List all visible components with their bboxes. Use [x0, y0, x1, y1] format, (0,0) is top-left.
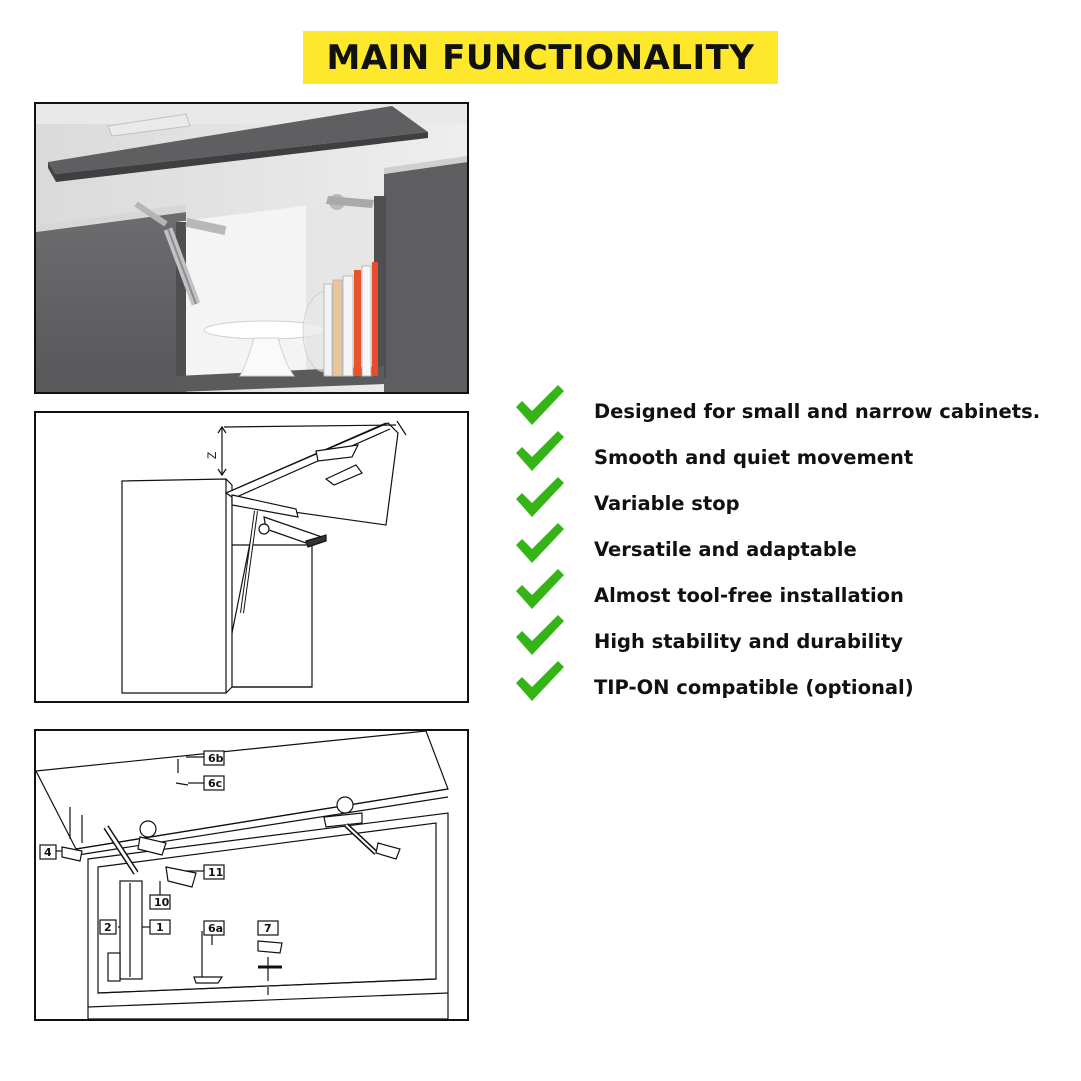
callout-6b: 6b	[203, 750, 225, 766]
callout-6c: 6c	[203, 775, 225, 791]
check-icon	[516, 523, 564, 563]
check-icon	[516, 385, 564, 425]
svg-text:2: 2	[104, 921, 112, 934]
feature-item: Versatile and adaptable	[512, 521, 1072, 567]
callout-11: 11	[203, 864, 225, 880]
svg-text:6a: 6a	[208, 922, 223, 935]
feature-text: Almost tool-free installation	[594, 584, 904, 607]
product-photo	[34, 102, 469, 394]
callout-2: 2	[99, 919, 117, 935]
check-icon	[516, 431, 564, 471]
check-icon	[516, 569, 564, 609]
check-icon	[516, 477, 564, 517]
feature-text: High stability and durability	[594, 630, 904, 653]
callout-4: 4	[39, 844, 57, 860]
svg-text:11: 11	[208, 866, 223, 879]
svg-text:6b: 6b	[208, 752, 224, 765]
feature-item: High stability and durability	[512, 613, 1072, 659]
opening-diagram: Z	[34, 411, 469, 703]
feature-item: Almost tool-free installation	[512, 567, 1072, 613]
check-icon	[516, 615, 564, 655]
dimension-z-label: Z	[205, 452, 219, 459]
callout-7: 7	[257, 920, 279, 936]
feature-list: Designed for small and narrow cabinets. …	[512, 383, 1072, 705]
svg-text:7: 7	[264, 922, 272, 935]
feature-text: Variable stop	[594, 492, 740, 515]
feature-item: TIP-ON compatible (optional)	[512, 659, 1072, 705]
feature-item: Smooth and quiet movement	[512, 429, 1072, 475]
check-icon	[516, 661, 564, 701]
svg-text:1: 1	[156, 921, 164, 934]
callout-1: 1	[149, 919, 171, 935]
callout-6a: 6a	[203, 920, 225, 936]
feature-text: Designed for small and narrow cabinets.	[594, 400, 1041, 423]
feature-item: Designed for small and narrow cabinets.	[512, 383, 1072, 429]
callout-10: 10	[149, 894, 171, 910]
title-banner: MAIN FUNCTIONALITY	[303, 31, 778, 84]
svg-text:4: 4	[44, 846, 52, 859]
feature-item: Variable stop	[512, 475, 1072, 521]
feature-text: Versatile and adaptable	[594, 538, 857, 561]
feature-text: TIP-ON compatible (optional)	[594, 676, 914, 699]
svg-text:6c: 6c	[208, 777, 222, 790]
svg-text:10: 10	[154, 896, 170, 909]
feature-text: Smooth and quiet movement	[594, 446, 914, 469]
assembly-diagram: 6b 6c 4 11 10 2 1 6a	[34, 729, 469, 1021]
page-title: MAIN FUNCTIONALITY	[326, 37, 755, 78]
